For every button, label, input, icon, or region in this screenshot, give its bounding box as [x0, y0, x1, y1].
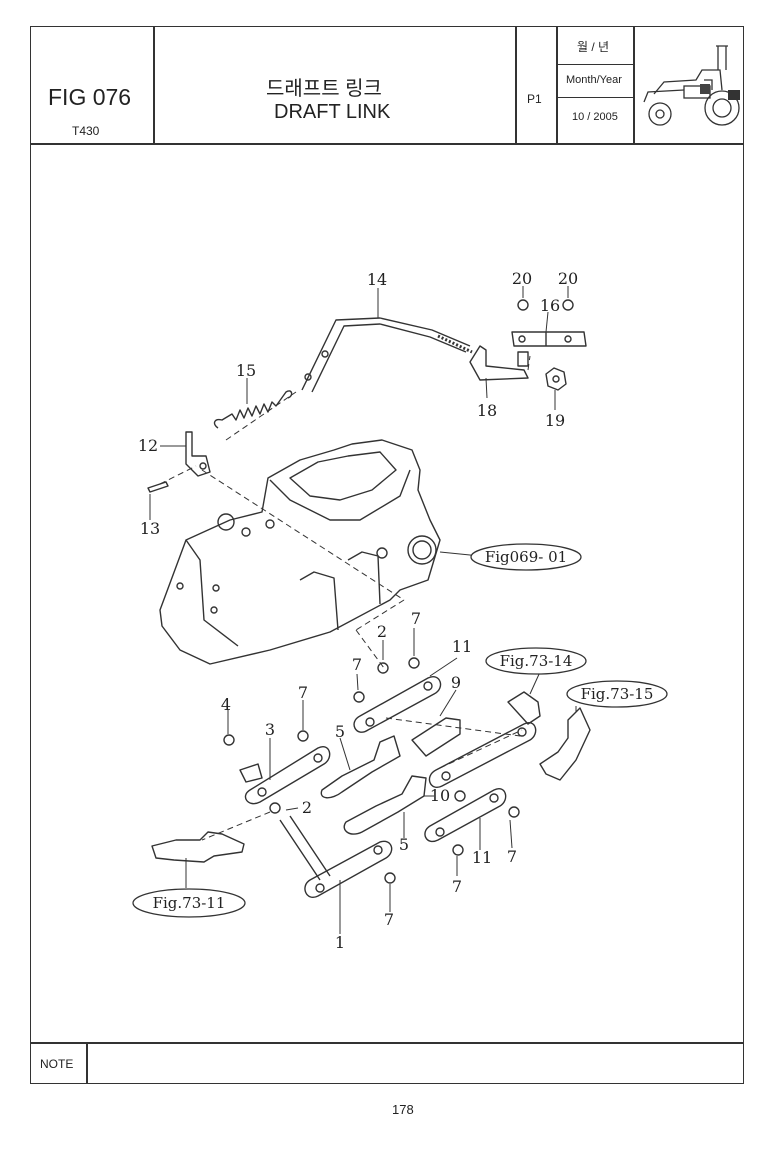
callout-20: 20: [558, 269, 578, 288]
callout-7: 7: [411, 609, 421, 628]
callout-13: 13: [140, 519, 160, 538]
link-11: [353, 676, 442, 733]
title-english: DRAFT LINK: [274, 101, 391, 123]
callout-2: 2: [377, 622, 387, 641]
page-ref: P1: [527, 92, 542, 106]
part-fig73-14: [507, 691, 541, 725]
callout-18: 18: [477, 401, 497, 420]
figure-number: FIG 076: [48, 84, 132, 110]
page-number: 178: [392, 1102, 414, 1117]
callout-11: 11: [452, 637, 472, 656]
header-col-divider: [633, 26, 635, 144]
callout-7: 7: [298, 683, 308, 702]
callout-3: 3: [265, 720, 275, 739]
ref-fig73-11: Fig.73-11: [153, 894, 226, 912]
draft-rod-14: [301, 317, 473, 393]
date-label-korean: 월 / 년: [577, 40, 610, 54]
link-3: [239, 746, 331, 805]
ref-fig73-14: Fig.73-14: [500, 652, 573, 670]
washer-20: [517, 299, 529, 311]
callout-1: 1: [335, 933, 345, 952]
note-col-divider: [86, 1042, 88, 1084]
callout-20: 20: [512, 269, 532, 288]
date-value: 10 / 2005: [572, 111, 618, 123]
link-10: [428, 722, 537, 788]
bracket-5: [320, 735, 401, 799]
header-col-divider: [515, 26, 517, 144]
lever-12: [185, 431, 211, 477]
callout-7: 7: [452, 877, 462, 896]
link-1: [279, 815, 393, 898]
bracket-9: [411, 717, 461, 757]
part-fig73-11: [151, 831, 245, 863]
tractor-thumbnail: [643, 45, 740, 126]
callout-5: 5: [399, 835, 409, 854]
callout-5: 5: [335, 722, 345, 741]
header-divider: [30, 143, 744, 145]
page-frame: [30, 26, 744, 1084]
spring-15: [213, 390, 293, 429]
callout-7: 7: [507, 847, 517, 866]
date-row-divider: [556, 64, 634, 65]
note-divider: [30, 1042, 744, 1044]
callout-15: 15: [236, 361, 256, 380]
callout-16: 16: [540, 296, 560, 315]
date-label-english: Month/Year: [566, 74, 622, 86]
bracket-5: [343, 775, 427, 835]
callout-10: 10: [430, 786, 450, 805]
header-col-divider: [556, 26, 558, 144]
callout-7: 7: [384, 910, 394, 929]
callout-2: 2: [302, 798, 312, 817]
callout-12: 12: [138, 436, 158, 455]
callout-11: 11: [472, 848, 492, 867]
model-name: T430: [72, 124, 100, 138]
washers: [223, 657, 520, 884]
callout-7: 7: [352, 655, 362, 674]
callout-14: 14: [367, 270, 387, 289]
plate-16: [511, 331, 587, 347]
ref-fig069-01: Fig069- 01: [485, 548, 567, 566]
callout-4: 4: [221, 695, 231, 714]
draft-link-exploded-drawing: 14 20 20 16 18 19 15 12 13 2 7 7 11 9 4 …: [132, 269, 668, 952]
header-col-divider: [153, 26, 155, 144]
title-korean: 드래프트 링크: [266, 78, 382, 100]
pin-13: [147, 481, 169, 493]
washer-20: [562, 299, 574, 311]
link-11: [424, 788, 507, 843]
part-fig73-15: [539, 707, 591, 781]
bracket-18: [469, 345, 529, 381]
callout-19: 19: [545, 411, 565, 430]
callout-9: 9: [451, 673, 461, 692]
ref-fig73-15: Fig.73-15: [581, 685, 654, 703]
date-row-divider: [556, 97, 634, 98]
hydraulic-housing: [159, 439, 441, 665]
note-label: NOTE: [40, 1057, 74, 1071]
nut-19: [545, 367, 567, 391]
